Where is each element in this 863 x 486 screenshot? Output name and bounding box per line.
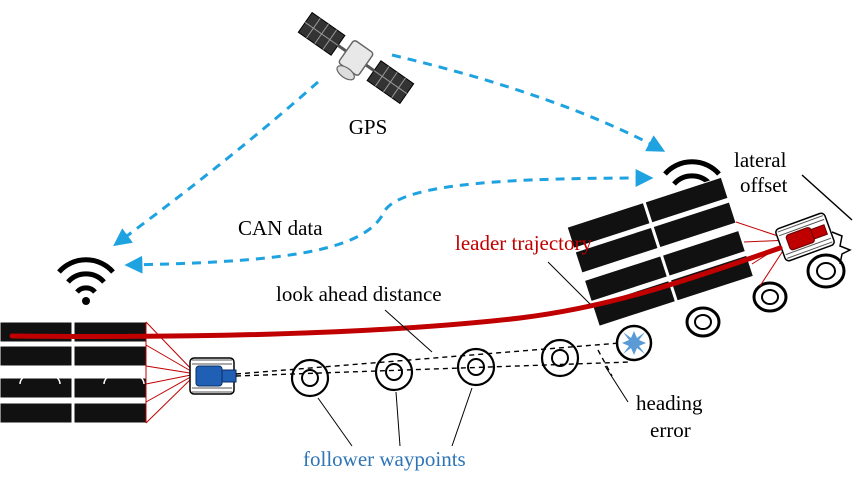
lateral-offset-bracket bbox=[801, 174, 853, 265]
wireless-links bbox=[113, 53, 666, 274]
leader-trajectory-path bbox=[9, 245, 783, 339]
waypoint bbox=[374, 352, 414, 392]
guidance-lines bbox=[235, 342, 631, 377]
heading-error-label-line2: error bbox=[650, 418, 691, 442]
leader-trailer-wheels bbox=[685, 253, 846, 338]
follower-tractor bbox=[189, 357, 237, 395]
look-ahead-line bbox=[235, 342, 621, 375]
waypoint bbox=[290, 358, 330, 398]
lateral-offset-label-line1: lateral bbox=[734, 148, 787, 172]
follower-waypoints-label: follower waypoints bbox=[303, 447, 466, 471]
look-ahead-distance-label: look ahead distance bbox=[276, 282, 442, 306]
heading-reference-line bbox=[235, 361, 631, 377]
heading-error-pointer bbox=[604, 365, 629, 403]
follower-waypoints-markers bbox=[290, 338, 580, 398]
heading-error-line bbox=[597, 349, 613, 377]
leader-trajectory-label: leader trajectory bbox=[455, 231, 592, 255]
leader-tractor bbox=[775, 212, 835, 262]
follower-trailer bbox=[0, 321, 197, 424]
gps-label: GPS bbox=[349, 115, 388, 139]
wifi-icon-follower bbox=[57, 257, 115, 305]
waypoint-pointer-3 bbox=[451, 387, 473, 447]
waypoint bbox=[456, 347, 496, 387]
lateral-offset-label-line2: offset bbox=[740, 173, 788, 197]
waypoint-pointer-1 bbox=[317, 397, 353, 447]
can-data-label: CAN data bbox=[238, 216, 323, 240]
waypoint-pointer-2 bbox=[395, 391, 401, 447]
leader-trajectory-pointer bbox=[547, 261, 591, 305]
look-ahead-pointer bbox=[384, 309, 433, 353]
label-pointers bbox=[317, 261, 629, 447]
heading-error-label-line1: heading bbox=[636, 391, 703, 415]
leader-trailer bbox=[566, 176, 755, 327]
satellite-icon bbox=[297, 11, 415, 105]
heading-marker bbox=[615, 324, 653, 362]
waypoint bbox=[540, 338, 580, 378]
gps-to-leader-link bbox=[391, 53, 666, 152]
